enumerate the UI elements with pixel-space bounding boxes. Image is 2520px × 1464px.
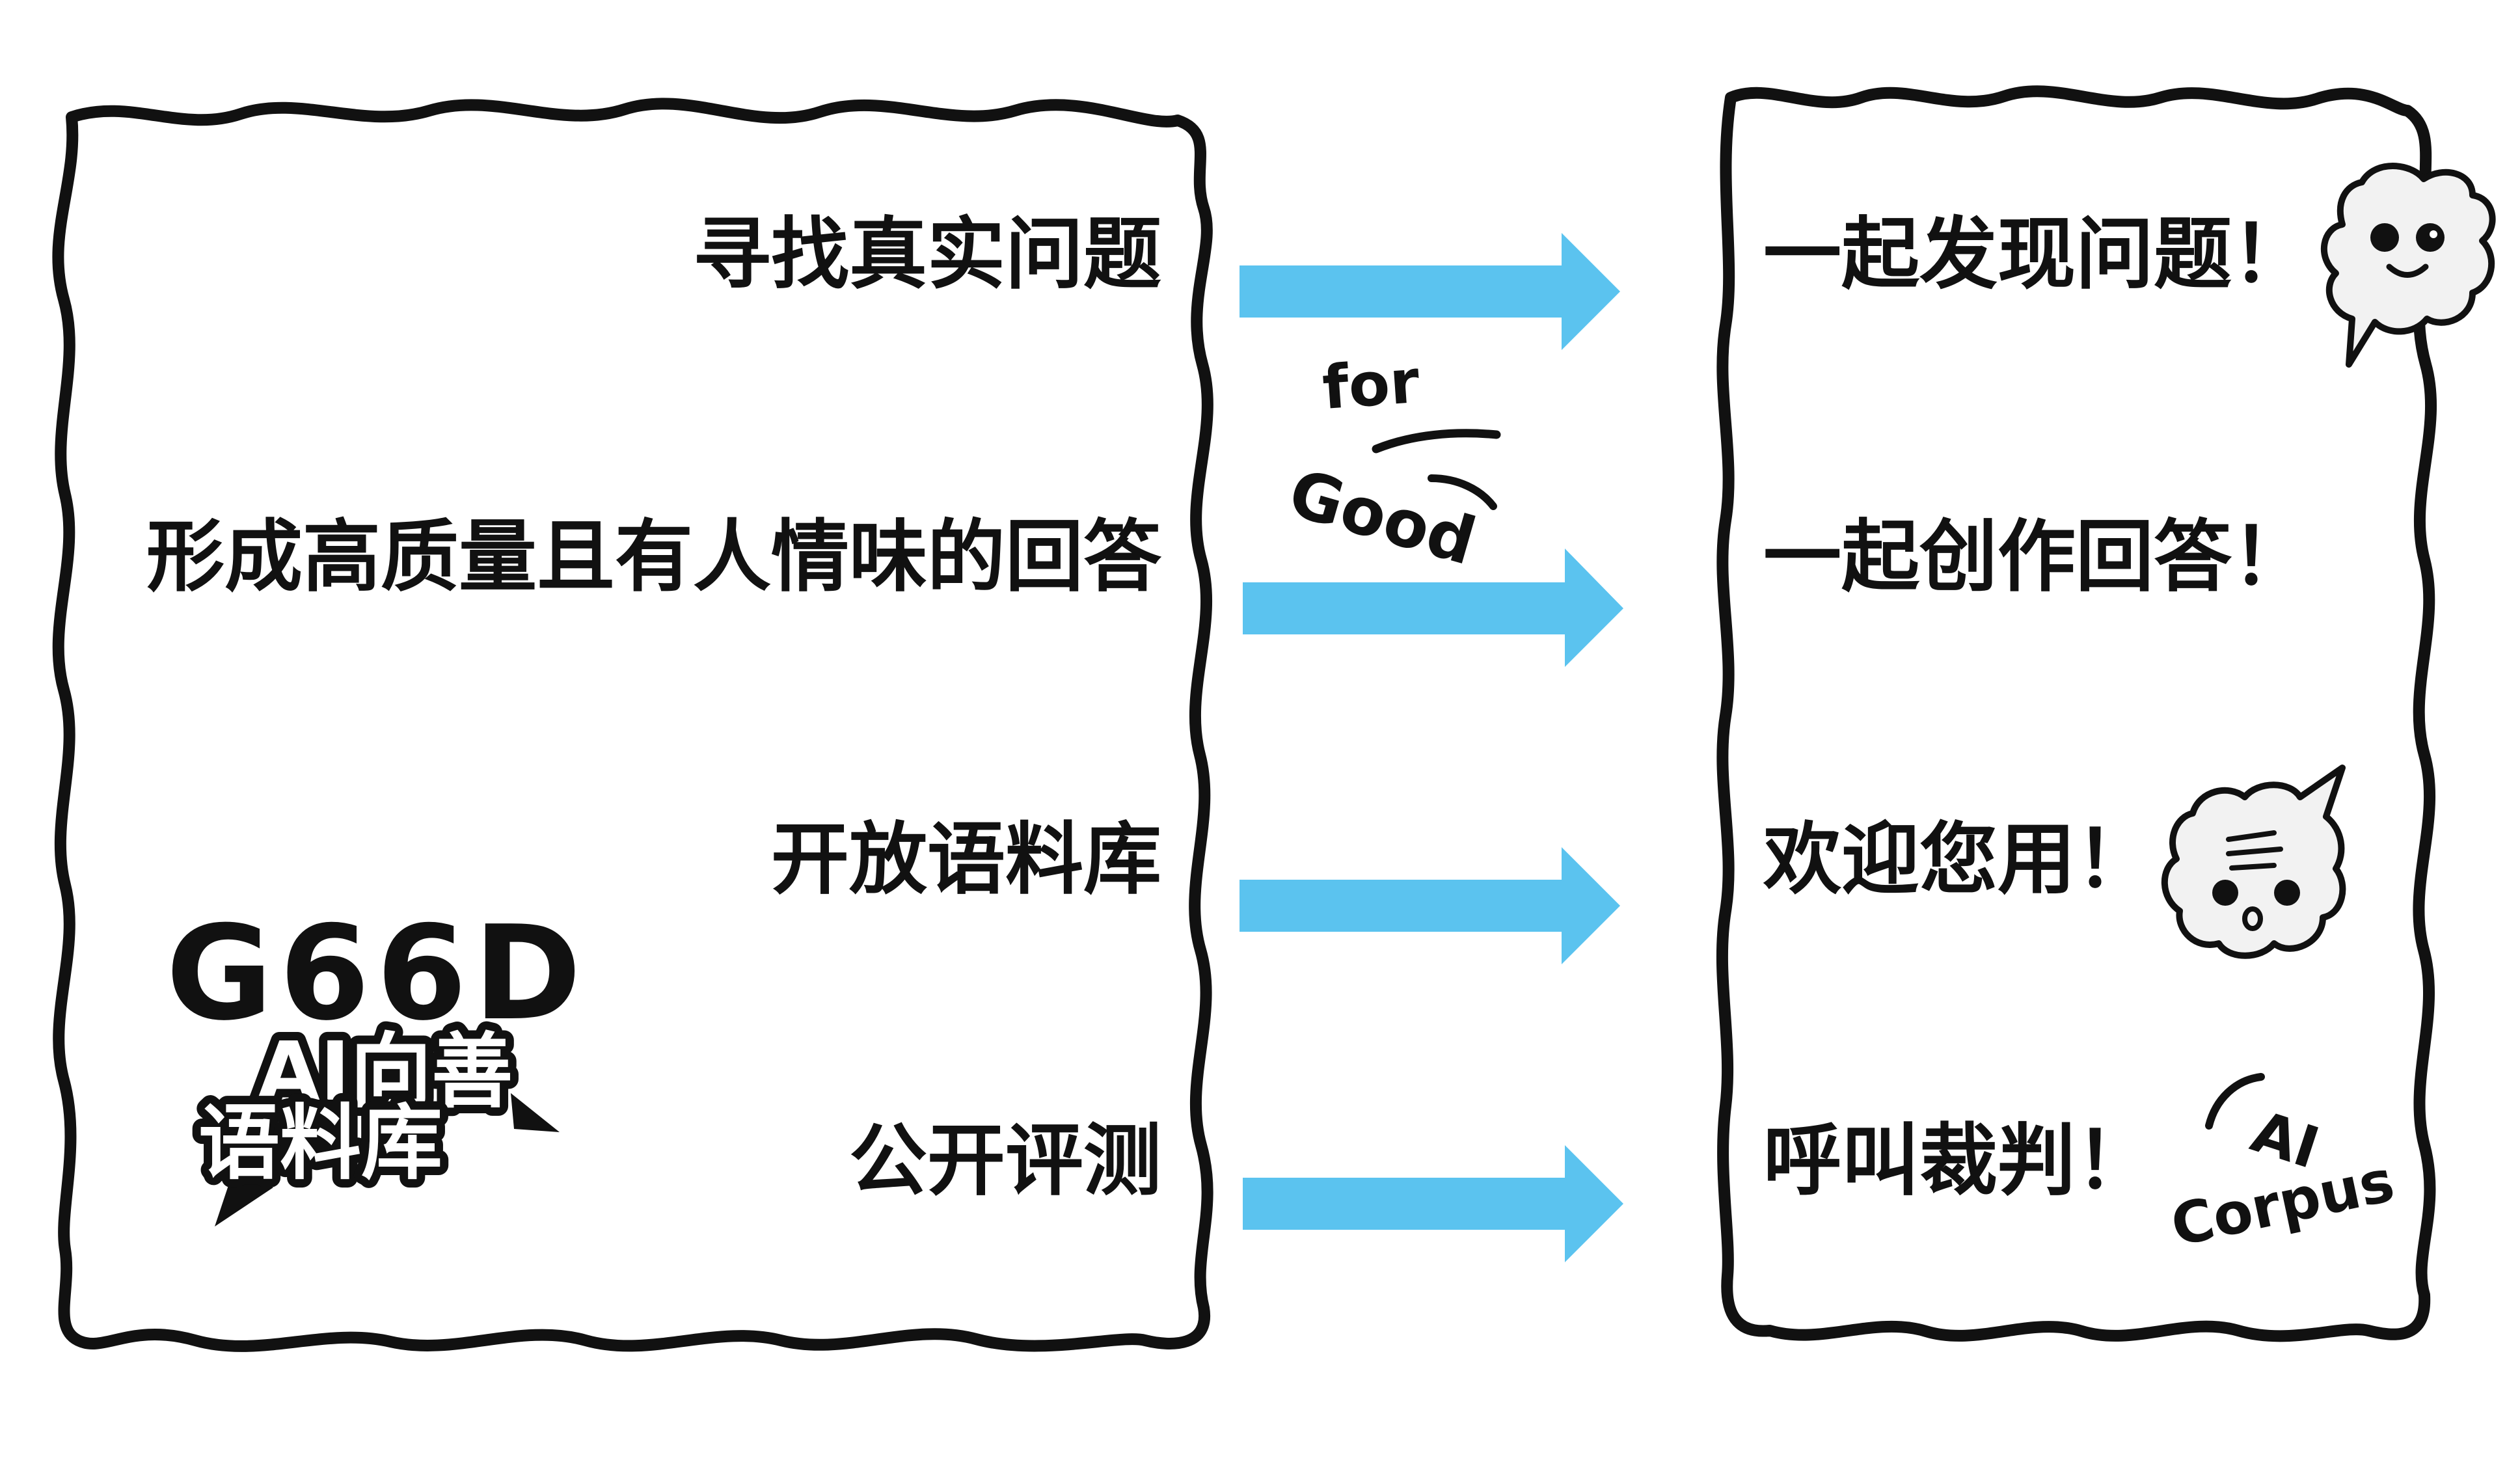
arrow-3 bbox=[1240, 847, 1620, 964]
surprised-mouth bbox=[2242, 906, 2263, 931]
logo-line3-fill: 语料库 bbox=[198, 1096, 442, 1191]
right-arrow-icon bbox=[1243, 1145, 1623, 1262]
logo-bubble-tail-right bbox=[511, 1093, 560, 1132]
right-item-3: 欢迎您用！ bbox=[1763, 815, 2154, 905]
right-arrow-icon bbox=[1240, 233, 1620, 350]
for-good-swoosh-top bbox=[1372, 429, 1501, 454]
right-arrow-icon bbox=[1243, 549, 1623, 667]
left-item-4: 公开评测 bbox=[849, 1116, 1161, 1206]
for-good-badge: for Good bbox=[1280, 347, 1501, 580]
ai-corpus-swoosh bbox=[2205, 1073, 2265, 1130]
left-panel-frame bbox=[52, 98, 1213, 1352]
right-item-2: 一起创作回答！ bbox=[1763, 512, 2310, 603]
smiley-eye-glint bbox=[2430, 230, 2437, 238]
surprised-eye-right bbox=[2274, 880, 2300, 906]
logo-bubble-tail-left bbox=[215, 1178, 273, 1227]
logo-word: G66D bbox=[166, 898, 588, 1050]
right-panel-frame bbox=[1716, 85, 2437, 1342]
g66d-logo: G66D AI向善 AI向善 语料库 语料库 bbox=[166, 898, 588, 1227]
right-item-4: 呼叫裁判！ bbox=[1763, 1116, 2154, 1206]
right-item-1: 一起发现问题！ bbox=[1763, 210, 2310, 300]
surprised-brow-lines bbox=[2226, 830, 2283, 871]
left-item-1: 寻找真实问题 bbox=[693, 210, 1161, 300]
logo-line2: AI向善 bbox=[257, 1025, 513, 1119]
arrow-1 bbox=[1240, 233, 1620, 350]
bubble-smiley-body bbox=[2321, 163, 2496, 368]
arrow-4 bbox=[1243, 1145, 1623, 1262]
logo-line2-fill: AI向善 bbox=[257, 1025, 513, 1119]
logo-line3: 语料库 bbox=[198, 1096, 442, 1191]
bubble-surprised-body bbox=[2161, 765, 2346, 959]
smiley-eye-right bbox=[2416, 223, 2445, 252]
speech-bubble-surprised-icon bbox=[2161, 765, 2346, 959]
speech-bubble-smiley-icon bbox=[2321, 163, 2496, 368]
right-arrow-icon bbox=[1240, 847, 1620, 964]
arrow-2 bbox=[1243, 549, 1623, 667]
left-item-3: 开放语料库 bbox=[771, 815, 1161, 905]
smiley-mouth bbox=[2386, 264, 2429, 278]
smiley-eye-left bbox=[2370, 223, 2399, 252]
for-good-line2: Good bbox=[1280, 455, 1484, 580]
surprised-eye-left bbox=[2212, 880, 2238, 906]
for-good-line1: for bbox=[1320, 347, 1422, 423]
left-item-2: 形成高质量且有人情味的回答 bbox=[146, 512, 1162, 603]
for-good-swoosh-bottom bbox=[1428, 474, 1497, 510]
